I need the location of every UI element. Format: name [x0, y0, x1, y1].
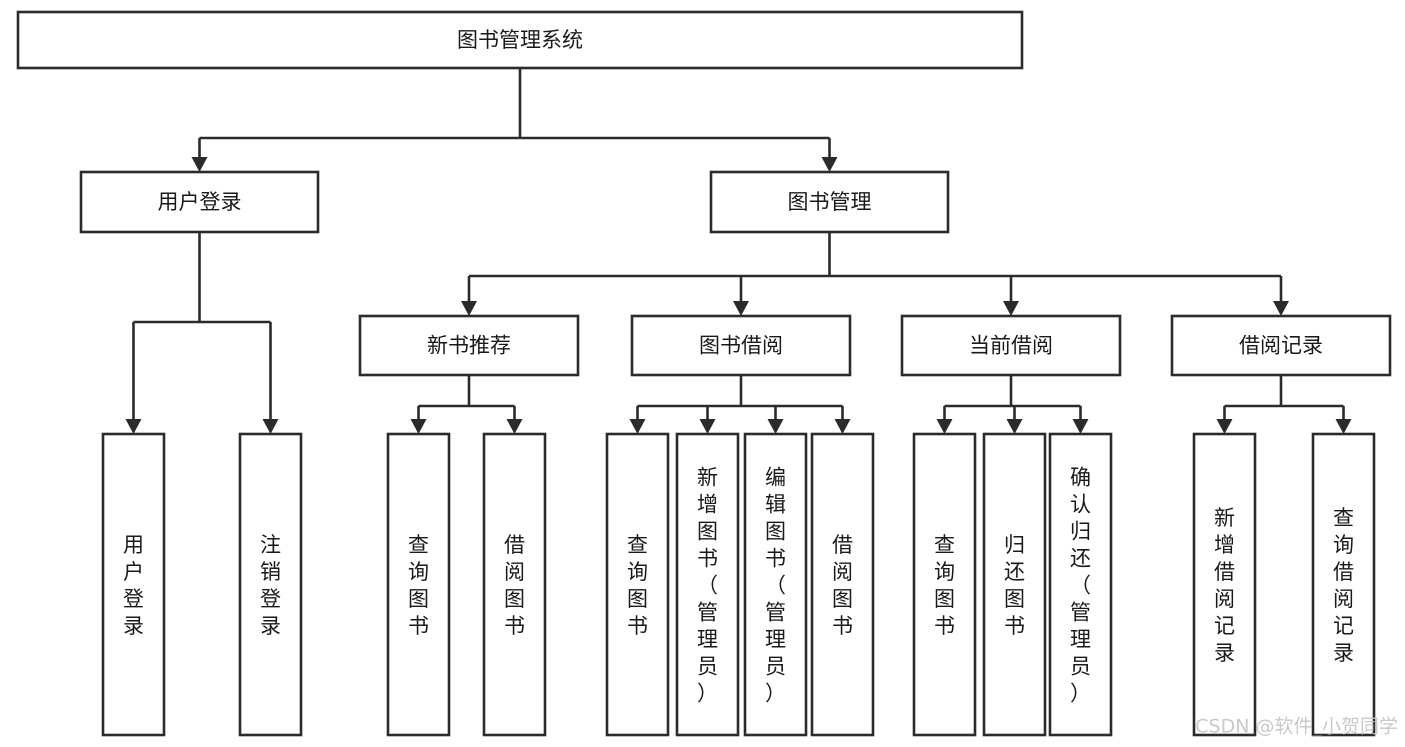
node-box-root[interactable] — [16, 10, 1024, 70]
connector-group-root — [191, 68, 838, 172]
node-box-leaf-query-book-1[interactable] — [386, 432, 451, 737]
node-box-leaf-query-book-3[interactable] — [912, 432, 977, 737]
node-current-borrow[interactable]: 当前借阅 — [900, 314, 1122, 377]
node-box-leaf-edit-book[interactable] — [743, 432, 808, 737]
connector-group-current-borrow — [936, 375, 1089, 434]
node-user-login[interactable]: 用户登录 — [79, 170, 320, 234]
node-label-root: 图书管理系统 — [457, 28, 583, 52]
node-box-leaf-query-record[interactable] — [1311, 432, 1376, 737]
node-box-leaf-borrow-book-2[interactable] — [810, 432, 875, 737]
node-label-leaf-borrow-book-1: 借阅图书 — [504, 533, 525, 638]
connector-layer — [125, 68, 1352, 434]
node-box-leaf-borrow-book-1[interactable] — [482, 432, 547, 737]
node-box-book-borrow[interactable] — [630, 314, 852, 377]
node-leaf-return-book[interactable]: 归还图书 — [982, 432, 1047, 737]
node-root[interactable]: 图书管理系统 — [16, 10, 1024, 70]
node-leaf-edit-book[interactable]: 编辑图书（管理员） — [743, 432, 808, 737]
node-leaf-query-record[interactable]: 查询借阅记录 — [1311, 432, 1376, 737]
node-label-leaf-return-book: 归还图书 — [1004, 533, 1025, 638]
node-leaf-query-book-3[interactable]: 查询图书 — [912, 432, 977, 737]
node-book-borrow[interactable]: 图书借阅 — [630, 314, 852, 377]
node-label-leaf-borrow-book-2: 借阅图书 — [832, 533, 853, 638]
node-leaf-add-record[interactable]: 新增借阅记录 — [1192, 432, 1257, 737]
node-layer: 图书管理系统用户登录图书管理新书推荐图书借阅当前借阅借阅记录用户登录注销登录查询… — [16, 10, 1392, 737]
node-label-book-manage: 图书管理 — [788, 190, 872, 214]
connector-group-new-book-recommend — [410, 375, 523, 434]
node-label-leaf-add-book: 新增图书（管理员） — [697, 466, 718, 706]
node-label-leaf-user-login: 用户登录 — [123, 533, 144, 638]
node-box-leaf-query-book-2[interactable] — [605, 432, 670, 737]
node-box-leaf-add-book[interactable] — [675, 432, 740, 737]
node-label-book-borrow: 图书借阅 — [699, 334, 783, 358]
node-label-leaf-confirm-return: 确认归还（管理员） — [1070, 466, 1091, 706]
node-label-leaf-logout-login: 注销登录 — [260, 533, 281, 638]
node-box-leaf-add-record[interactable] — [1192, 432, 1257, 737]
node-book-manage[interactable]: 图书管理 — [709, 170, 950, 234]
node-leaf-borrow-book-2[interactable]: 借阅图书 — [810, 432, 875, 737]
connector-group-user-login — [125, 232, 279, 434]
node-label-leaf-query-record: 查询借阅记录 — [1333, 506, 1354, 665]
node-label-user-login: 用户登录 — [158, 190, 242, 214]
connector-group-book-manage — [461, 232, 1289, 316]
node-label-current-borrow: 当前借阅 — [969, 334, 1053, 358]
node-box-leaf-logout-login[interactable] — [238, 432, 303, 737]
connector-group-borrow-record — [1216, 375, 1352, 434]
node-label-leaf-add-record: 新增借阅记录 — [1214, 506, 1235, 665]
node-borrow-record[interactable]: 借阅记录 — [1170, 314, 1392, 377]
node-box-leaf-confirm-return[interactable] — [1048, 432, 1113, 737]
node-box-borrow-record[interactable] — [1170, 314, 1392, 377]
node-leaf-logout-login[interactable]: 注销登录 — [238, 432, 303, 737]
connector-group-book-borrow — [629, 375, 851, 434]
node-box-current-borrow[interactable] — [900, 314, 1122, 377]
node-leaf-query-book-2[interactable]: 查询图书 — [605, 432, 670, 737]
node-new-book-recommend[interactable]: 新书推荐 — [358, 314, 580, 377]
node-leaf-add-book[interactable]: 新增图书（管理员） — [675, 432, 740, 737]
node-box-new-book-recommend[interactable] — [358, 314, 580, 377]
node-label-new-book-recommend: 新书推荐 — [427, 334, 511, 358]
node-label-borrow-record: 借阅记录 — [1239, 334, 1323, 358]
node-box-user-login[interactable] — [79, 170, 320, 234]
csdn-watermark: CSDN @软件_小贺同学 — [1195, 716, 1398, 738]
node-box-book-manage[interactable] — [709, 170, 950, 234]
node-leaf-confirm-return[interactable]: 确认归还（管理员） — [1048, 432, 1113, 737]
node-box-leaf-return-book[interactable] — [982, 432, 1047, 737]
node-label-leaf-edit-book: 编辑图书（管理员） — [765, 466, 786, 706]
node-label-leaf-query-book-2: 查询图书 — [627, 533, 648, 638]
node-box-leaf-user-login[interactable] — [101, 432, 166, 737]
node-leaf-query-book-1[interactable]: 查询图书 — [386, 432, 451, 737]
node-label-leaf-query-book-3: 查询图书 — [934, 533, 955, 638]
node-leaf-borrow-book-1[interactable]: 借阅图书 — [482, 432, 547, 737]
node-leaf-user-login[interactable]: 用户登录 — [101, 432, 166, 737]
node-label-leaf-query-book-1: 查询图书 — [408, 533, 429, 638]
